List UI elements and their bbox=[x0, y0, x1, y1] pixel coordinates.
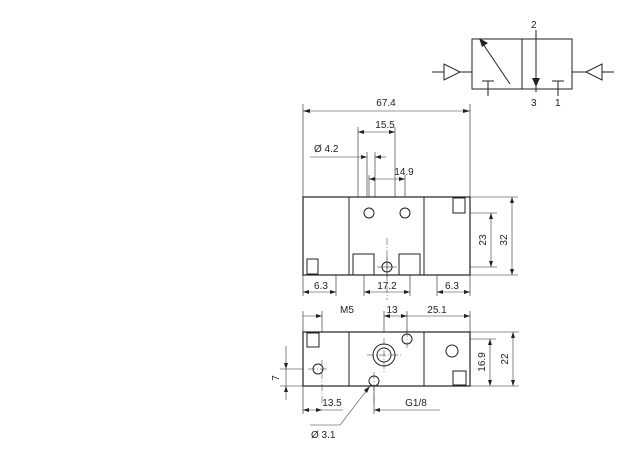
arrowhead bbox=[511, 380, 515, 386]
dim-bottom-center-width: 17.2 bbox=[377, 281, 397, 292]
dim-height-inner: 23 bbox=[478, 234, 489, 246]
pocket-bottom-left bbox=[306, 258, 319, 275]
arrowhead bbox=[316, 314, 322, 318]
pocket-top-left bbox=[306, 332, 320, 348]
arrowhead bbox=[404, 290, 410, 294]
arrowhead bbox=[284, 386, 288, 392]
valve-symbol: 2 3 1 bbox=[432, 20, 614, 109]
mounting-hole-right bbox=[399, 207, 411, 219]
arrowhead bbox=[464, 314, 470, 318]
arrowhead bbox=[303, 408, 309, 412]
arrowhead bbox=[375, 155, 381, 159]
arrowhead bbox=[463, 109, 470, 113]
port-3-label: 3 bbox=[531, 98, 537, 109]
dim-height-total: 32 bbox=[499, 234, 510, 246]
leader-small-hole bbox=[339, 385, 371, 426]
dim-left-offset: 13.5 bbox=[322, 398, 342, 409]
dim-port-thread: G1/8 bbox=[405, 398, 427, 409]
arrowhead bbox=[399, 177, 405, 181]
arrowhead bbox=[489, 213, 493, 219]
dim-thread-label: M5 bbox=[340, 305, 354, 316]
arrowhead bbox=[510, 269, 514, 275]
arrowhead bbox=[374, 408, 380, 412]
arrowhead bbox=[303, 290, 309, 294]
port-block-right bbox=[398, 253, 421, 276]
arrowhead bbox=[369, 177, 375, 181]
port-1-label: 1 bbox=[555, 98, 561, 109]
dim-bottom-left-offset: 6.3 bbox=[314, 281, 328, 292]
dim-center-offset: 13 bbox=[386, 305, 398, 316]
pilot-left-triangle bbox=[443, 63, 462, 81]
port-block-left bbox=[352, 253, 375, 276]
top-view-body bbox=[302, 331, 471, 387]
valve-flow-arrowhead bbox=[479, 38, 488, 47]
arrowhead bbox=[489, 261, 493, 267]
arrowhead bbox=[284, 363, 288, 369]
pocket-bottom-right bbox=[452, 370, 467, 386]
arrowhead bbox=[488, 380, 492, 386]
arrowhead bbox=[488, 339, 492, 345]
mounting-hole-left bbox=[363, 207, 375, 219]
dim-hole-spacing: 14.9 bbox=[394, 167, 414, 178]
dim-right-offset: 25.1 bbox=[427, 305, 447, 316]
arrowhead bbox=[364, 290, 370, 294]
arrowhead bbox=[401, 314, 407, 318]
arrowhead bbox=[389, 130, 395, 134]
arrowhead bbox=[316, 408, 322, 412]
arrowhead bbox=[511, 332, 515, 338]
dim-small-hole-diameter: Ø 3.1 bbox=[311, 430, 336, 441]
front-view-body bbox=[302, 196, 471, 276]
arrowhead bbox=[464, 290, 470, 294]
dim-top-center-spacing: 15.5 bbox=[375, 120, 395, 131]
side-port-right bbox=[445, 344, 459, 358]
dim-height-total: 22 bbox=[500, 353, 511, 365]
arrowhead bbox=[384, 314, 390, 318]
dim-left-height: 7 bbox=[271, 375, 282, 381]
valve-down-arrowhead bbox=[532, 78, 540, 87]
arrowhead bbox=[361, 155, 367, 159]
dim-overall-width: 67.4 bbox=[376, 98, 396, 109]
arrowhead bbox=[330, 290, 336, 294]
dim-hole-diameter: Ø 4.2 bbox=[314, 144, 339, 155]
pilot-right-triangle bbox=[584, 63, 603, 81]
dim-bottom-right-offset: 6.3 bbox=[445, 281, 459, 292]
arrowhead bbox=[510, 197, 514, 203]
valve-flow-arrow bbox=[480, 40, 511, 85]
dim-port-height: 16.9 bbox=[477, 352, 488, 372]
front-view: 67.4 15.5 Ø 4.2 14.9 23 32 bbox=[302, 98, 518, 300]
pocket-top-right bbox=[452, 197, 466, 214]
arrowhead bbox=[358, 130, 364, 134]
arrowhead bbox=[437, 290, 443, 294]
arrowhead bbox=[364, 386, 370, 393]
port-2-label: 2 bbox=[531, 20, 537, 31]
arrowhead bbox=[303, 109, 310, 113]
top-view: M5 13 25.1 16.9 22 7 13.5 bbox=[271, 305, 519, 441]
